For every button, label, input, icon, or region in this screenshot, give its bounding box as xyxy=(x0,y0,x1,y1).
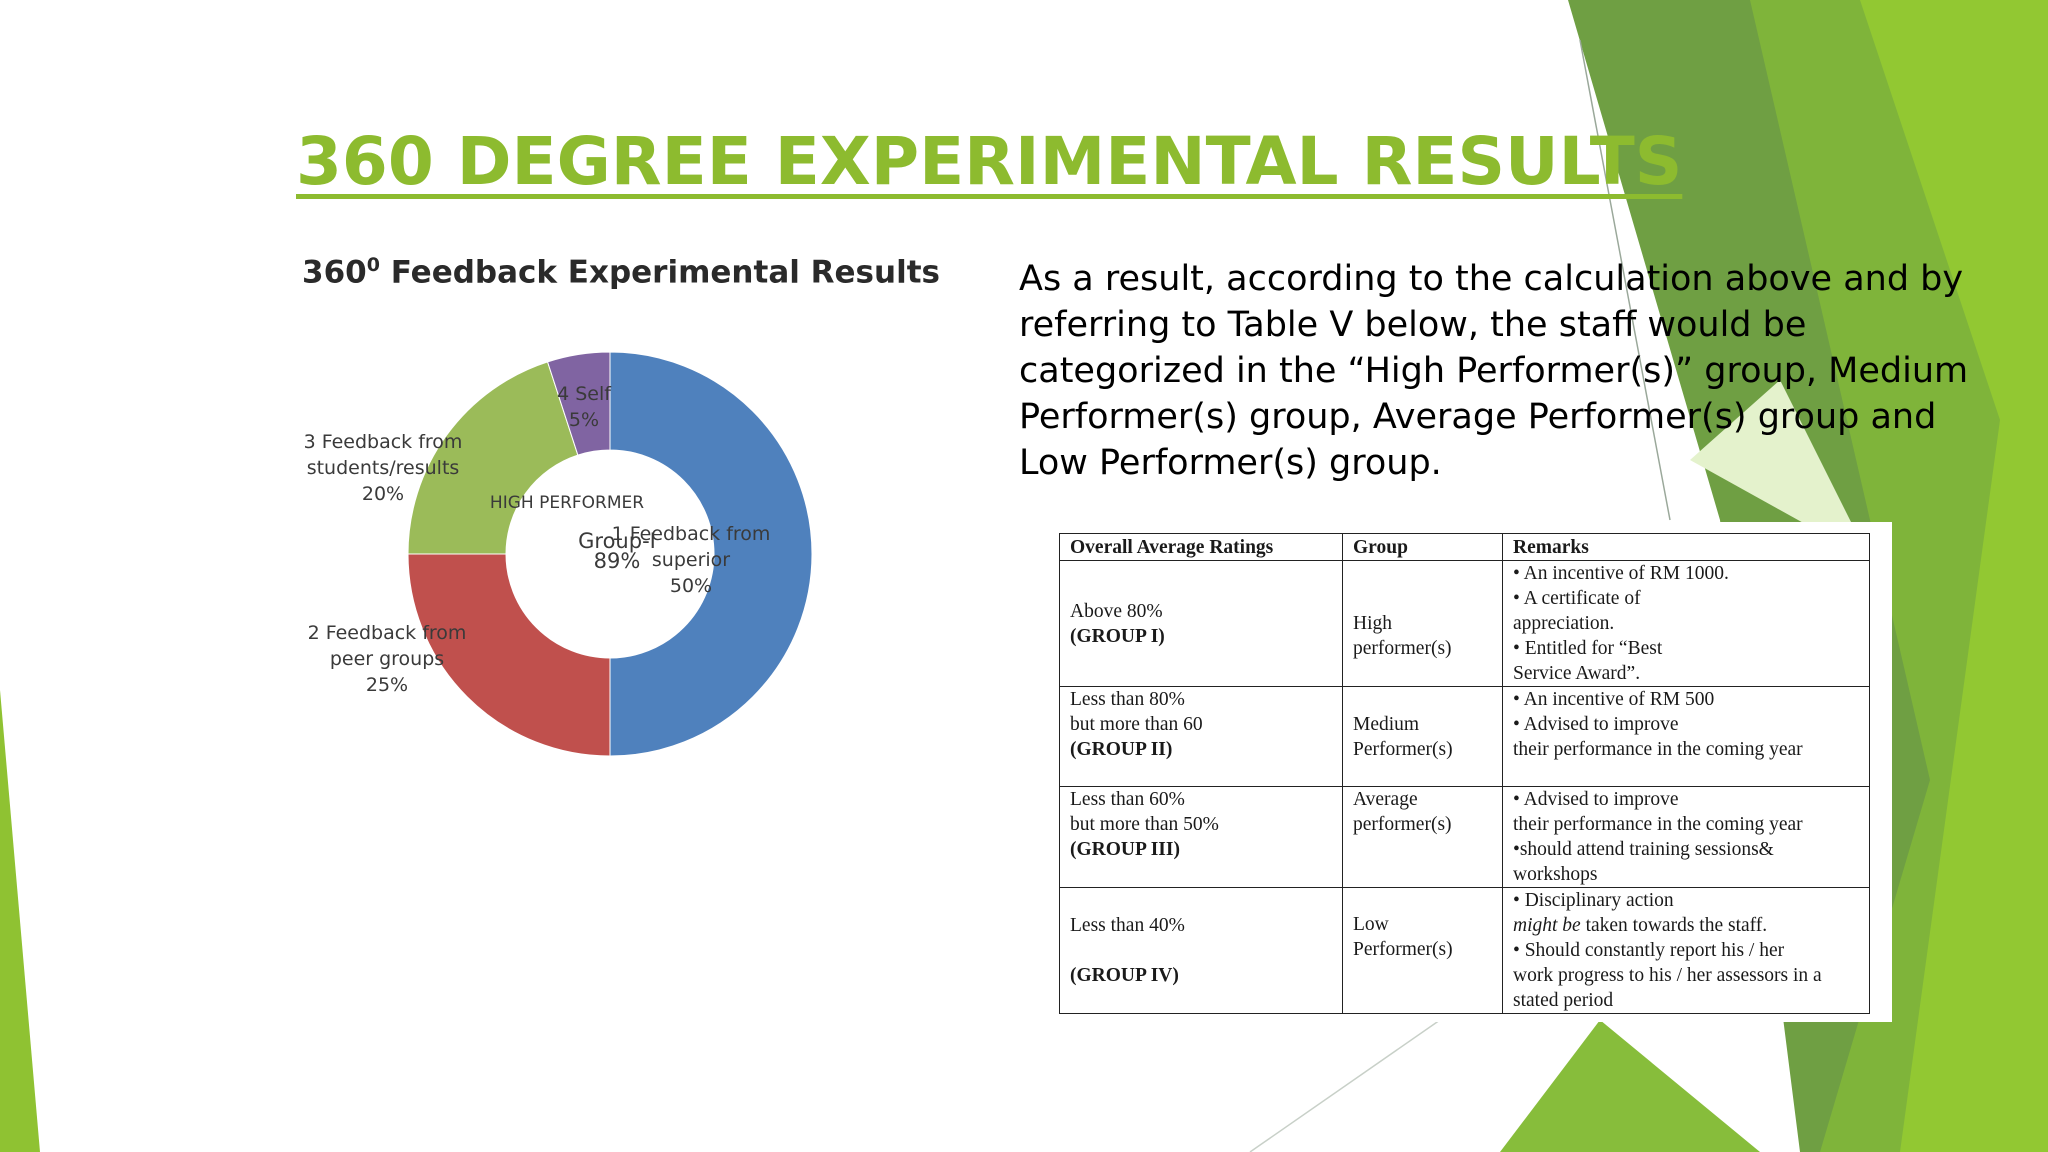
ratings-cell: Less than 40% (GROUP IV) xyxy=(1059,887,1343,1014)
ratings-cell: Less than 60% but more than 50% (GROUP I… xyxy=(1059,786,1343,888)
body-paragraph: As a result, according to the calculatio… xyxy=(1019,259,1969,483)
remarks-line: their performance in the coming year xyxy=(1513,814,1803,835)
chart-title-superscript: 0 xyxy=(366,254,380,276)
remarks-line: • An incentive of RM 500 xyxy=(1513,689,1715,710)
remarks-cell: • Disciplinary action might be taken tow… xyxy=(1502,887,1870,1014)
remarks-line: • An incentive of RM 1000. xyxy=(1513,563,1729,584)
ratings-text: Less than 80% xyxy=(1070,689,1185,710)
ratings-text: Less than 60% xyxy=(1070,789,1185,810)
group-cell: High performer(s) xyxy=(1342,560,1503,687)
center-label-high-performer: HIGH PERFORMER xyxy=(490,493,644,513)
decor-shape-pale xyxy=(1690,380,1870,560)
remarks-line: • Entitled for “Best xyxy=(1513,638,1663,659)
donut-slice-4 xyxy=(546,351,611,456)
decor-triangle-left xyxy=(0,690,40,1152)
chart-title-main: 360 xyxy=(302,254,367,291)
group-text: Average xyxy=(1353,789,1418,810)
remarks-cell: • An incentive of RM 500 • Advised to im… xyxy=(1502,686,1870,787)
group-text: Performer(s) xyxy=(1353,939,1453,960)
remarks-line: work progress to his / her assessors in … xyxy=(1513,965,1822,986)
group-text: Low xyxy=(1353,914,1389,935)
remarks-line: their performance in the coming year xyxy=(1513,739,1803,760)
group-cell: Medium Performer(s) xyxy=(1342,686,1503,787)
center-label-percent: 89% xyxy=(594,549,641,573)
header-overall-average-ratings: Overall Average Ratings xyxy=(1059,533,1343,561)
ratings-text: Above 80% xyxy=(1070,600,1163,622)
chart-title: 3600 Feedback Experimental Results xyxy=(302,254,940,290)
group-cell: Average performer(s) xyxy=(1342,786,1503,888)
table-row: Less than 40% (GROUP IV) Low Performer(s… xyxy=(1059,887,1870,1014)
ratings-group-label: (GROUP II) xyxy=(1070,739,1173,760)
decor-shape-bottom xyxy=(1500,1020,1760,1152)
group-text: High xyxy=(1353,612,1392,634)
table-row: Above 80% (GROUP I) High performer(s) • … xyxy=(1059,560,1870,687)
ratings-cell: Less than 80% but more than 60 (GROUP II… xyxy=(1059,686,1343,787)
chart-title-rest: Feedback Experimental Results xyxy=(379,254,940,291)
ratings-group-label: (GROUP IV) xyxy=(1070,965,1179,986)
remarks-line: • Should constantly report his / her xyxy=(1513,940,1785,961)
ratings-cell: Above 80% (GROUP I) xyxy=(1059,560,1343,687)
ratings-table: Overall Average Ratings Group Remarks Ab… xyxy=(1059,533,1870,1014)
remarks-line: might be taken towards the staff. xyxy=(1513,913,1859,938)
table-row: Less than 60% but more than 50% (GROUP I… xyxy=(1059,786,1870,888)
header-remarks: Remarks xyxy=(1502,533,1870,561)
ratings-group-label: (GROUP III) xyxy=(1070,839,1180,860)
donut-slice-1 xyxy=(609,351,813,757)
remarks-cell: • An incentive of RM 1000. • A certifica… xyxy=(1502,560,1870,687)
decor-thin-line-2 xyxy=(1249,1019,1441,1152)
remarks-line: stated period xyxy=(1513,990,1614,1011)
group-cell: Low Performer(s) xyxy=(1342,887,1503,1014)
remarks-line: appreciation. xyxy=(1513,613,1615,634)
remarks-line: • A certificate of xyxy=(1513,588,1641,609)
spacer xyxy=(1070,938,1332,963)
group-text: performer(s) xyxy=(1353,637,1452,659)
ratings-text: Less than 40% xyxy=(1070,915,1185,936)
remarks-line: • Advised to improve xyxy=(1513,789,1679,810)
donut-slice-3 xyxy=(407,361,579,555)
decor-thin-line xyxy=(1579,39,1671,521)
remarks-cell: • Advised to improve their performance i… xyxy=(1502,786,1870,888)
slide-title: 360 DEGREE EXPERIMENTAL RESULTS xyxy=(296,123,1683,200)
remarks-line: •should attend training sessions& xyxy=(1513,839,1774,860)
remarks-line: workshops xyxy=(1513,864,1598,885)
remarks-line: • Advised to improve xyxy=(1513,714,1679,735)
remarks-italic: might be xyxy=(1513,915,1581,936)
remarks-line: Service Award”. xyxy=(1513,663,1641,684)
donut-slice-2 xyxy=(407,553,611,757)
remarks-text: taken towards the staff. xyxy=(1580,915,1768,936)
decor-shape-right-light xyxy=(1860,0,2048,1152)
ratings-table-panel: Overall Average Ratings Group Remarks Ab… xyxy=(1040,522,1892,1022)
ratings-group-label: (GROUP I) xyxy=(1070,625,1165,647)
group-text: performer(s) xyxy=(1353,814,1452,835)
center-label-group: Group-I xyxy=(578,529,656,553)
table-header-row: Overall Average Ratings Group Remarks xyxy=(1059,533,1870,561)
ratings-text: but more than 60 xyxy=(1070,714,1203,735)
ratings-text: but more than 50% xyxy=(1070,814,1219,835)
table-row: Less than 80% but more than 60 (GROUP II… xyxy=(1059,686,1870,787)
remarks-line: • Disciplinary action xyxy=(1513,890,1674,911)
header-group: Group xyxy=(1342,533,1503,561)
group-text: Performer(s) xyxy=(1353,738,1453,760)
group-text: Medium xyxy=(1353,713,1420,735)
